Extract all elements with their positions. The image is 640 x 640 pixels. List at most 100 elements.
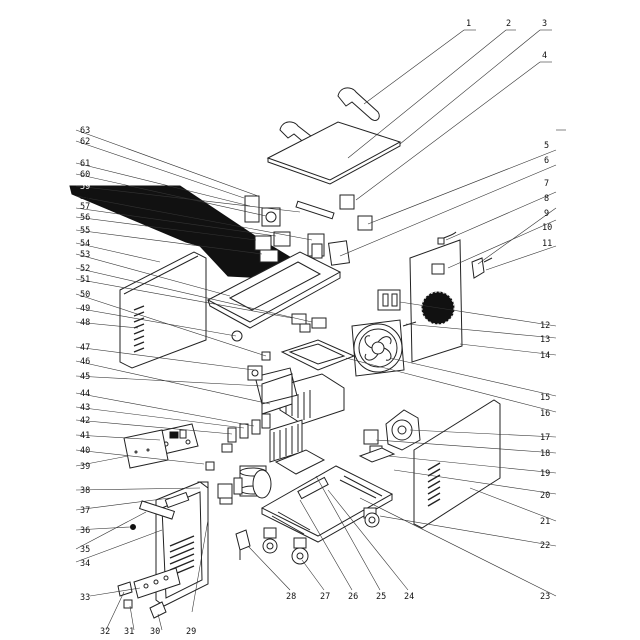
capacitor-d [261,413,271,429]
callout-49: 49 [80,304,90,314]
transformer-core [252,469,272,499]
callout-43: 43 [80,403,90,413]
caster-front-right [291,537,309,565]
right-panel-vents [427,462,441,507]
heat-sink-plate [280,339,356,371]
callout-29: 29 [186,627,196,637]
knob-small [231,330,243,342]
callout-7: 7 [544,179,549,189]
leader-lines [75,29,566,631]
callout-44: 44 [80,389,90,399]
handle-right [337,87,380,121]
fan-mount-block [363,429,379,445]
callout-34: 34 [80,559,90,569]
strain-relief [235,529,251,551]
callout-52: 52 [80,264,90,274]
control-strip [133,567,181,599]
label-plate [123,429,169,469]
callout-25: 25 [376,592,386,602]
capacitor-b [239,423,249,439]
callout-45: 45 [80,372,90,382]
contactor-a [254,235,272,251]
contactor-b [273,231,291,247]
callout-23: 23 [540,592,550,602]
callout-47: 47 [80,343,90,353]
capacitor-a [227,427,237,443]
callout-30: 30 [150,627,160,637]
callout-24: 24 [404,592,414,602]
callout-27: 27 [320,592,330,602]
control-knob-mount [217,483,233,499]
callout-18: 18 [540,449,550,459]
callout-37: 37 [80,506,90,516]
callout-16: 16 [540,409,550,419]
callout-22: 22 [540,541,550,551]
callout-8: 8 [544,194,549,204]
parts-drawing [69,87,501,619]
callout-62: 62 [80,137,90,147]
switch-knob [117,581,133,597]
callout-17: 17 [540,433,550,443]
relay-module [247,365,263,381]
callout-55: 55 [80,226,90,236]
fan-assembly-right [385,409,421,451]
callout-58: 58 [80,192,90,202]
socket-small [123,599,133,609]
callout-35: 35 [80,545,90,555]
callout-54: 54 [80,239,90,249]
base-plate-slots [271,475,383,535]
insulation-plate [274,449,326,475]
caster-front-left [262,527,278,554]
callout-9: 9 [544,209,549,219]
indicator-light [130,524,136,530]
callout-10: 10 [542,223,552,233]
callout-21: 21 [540,517,550,527]
cooling-fan [353,323,403,373]
callout-56: 56 [80,213,90,223]
callout-57: 57 [80,202,90,212]
heat-sink-module [279,373,345,425]
callout-5: 5 [544,141,549,151]
transformer-small-a [339,194,355,210]
callout-14: 14 [540,351,550,361]
callout-38: 38 [80,486,90,496]
right-side-panel [413,399,501,529]
callout-26: 26 [348,592,358,602]
callout-12: 12 [540,321,550,331]
callout-50: 50 [80,290,90,300]
callout-40: 40 [80,446,90,456]
callout-36: 36 [80,526,90,536]
callout-2: 2 [506,19,511,29]
callout-42: 42 [80,416,90,426]
callout-6: 6 [544,156,549,166]
callout-13: 13 [540,335,550,345]
callout-4: 4 [542,51,547,61]
front-panel-bar [138,500,176,520]
callout-48: 48 [80,318,90,328]
relay-block-b [244,195,260,223]
callout-60: 60 [80,170,90,180]
caster-rear [363,507,380,528]
callout-63: 63 [80,126,90,136]
callout-19: 19 [540,469,550,479]
finned-heatsink-fins [273,424,299,460]
square-frame [327,240,351,266]
callout-39: 39 [80,462,90,472]
callout-53: 53 [80,250,90,260]
enclosure-box [254,367,298,405]
callout-41: 41 [80,431,90,441]
relay-block-a [261,207,281,227]
capacitor-c [251,419,261,435]
left-panel-vents [133,305,145,353]
callout-3: 3 [542,19,547,29]
callout-32: 32 [100,627,110,637]
left-side-panel [119,251,207,369]
bracket-strip [295,200,335,220]
callout-11: 11 [542,239,552,249]
callout-51: 51 [80,275,90,285]
bracket-plate-right [358,447,396,463]
callout-1: 1 [466,19,471,29]
callout-15: 15 [540,393,550,403]
callout-61: 61 [80,159,90,169]
